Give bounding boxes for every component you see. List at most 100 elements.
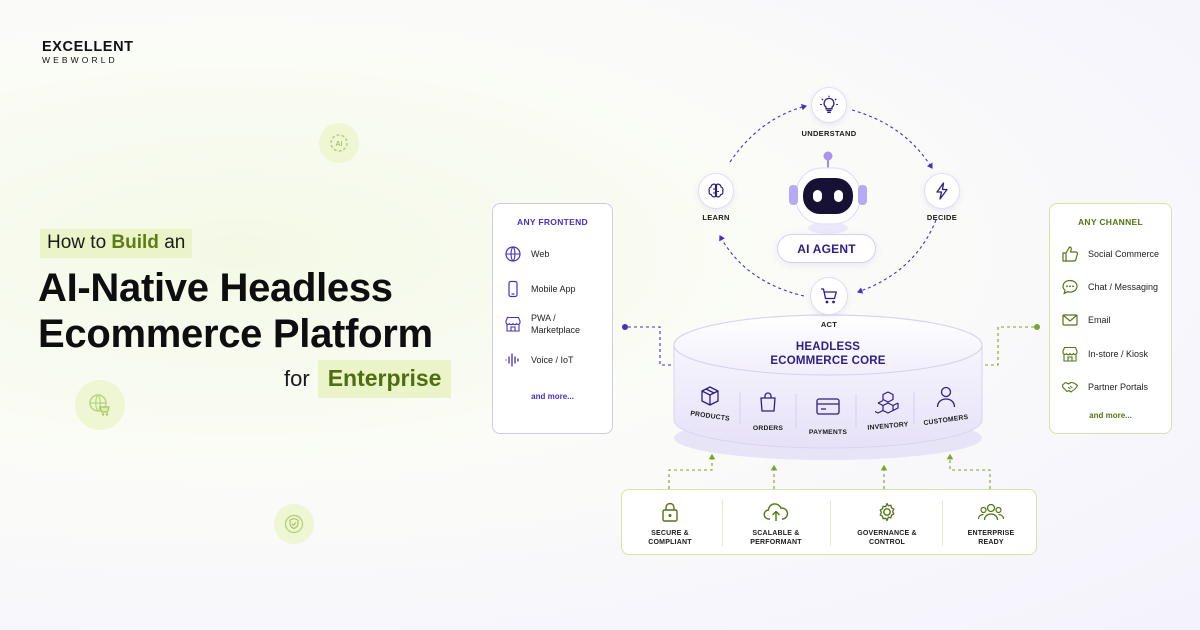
headline-intro-pill: How to Build an <box>40 228 193 258</box>
frontend-item-voice: Voice / IoT <box>503 350 574 370</box>
headline-line1: AI-Native Headless <box>38 266 393 310</box>
foundation-enterprise: ENTERPRISE READY <box>946 490 1036 556</box>
headline-intro: How to Build an <box>40 228 193 258</box>
mobile-icon <box>503 279 523 299</box>
box-icon <box>701 386 719 406</box>
mail-icon <box>1060 310 1080 330</box>
logo-bottom-text: WEBWORLD <box>42 55 118 65</box>
channel-item-social-label: Social Commerce <box>1088 249 1160 259</box>
channel-item-instore: In-store / Kiosk <box>1060 344 1148 364</box>
core-title: HEADLESS ECOMMERCE CORE <box>728 340 928 368</box>
foundation-secure-line2: COMPLIANT <box>648 539 692 546</box>
arc-decide-act <box>856 219 937 294</box>
headline-how-bold: Build <box>111 231 159 253</box>
channel-item-instore-label: In-store / Kiosk <box>1088 349 1149 359</box>
core-title-line2: ECOMMERCE CORE <box>770 355 886 367</box>
module-payments: PAYMENTS <box>804 394 852 436</box>
frontend-item-mobile-label: Mobile App <box>531 284 576 294</box>
logo-top-text: EXCELLENT <box>42 39 134 55</box>
panel-any-frontend: ANY FRONTEND Web Mobile App PWA / Market… <box>492 203 613 434</box>
foundation-enterprise-line2: READY <box>978 539 1004 546</box>
node-act <box>810 277 848 315</box>
foundation-governance-line2: CONTROL <box>868 539 905 546</box>
node-understand-label: UNDERSTAND <box>801 129 857 138</box>
foundation-panel: SECURE &COMPLIANT SCALABLE &PERFORMANT G… <box>621 489 1037 555</box>
bag-icon <box>760 392 776 412</box>
card-icon <box>816 398 840 415</box>
node-learn <box>698 173 734 209</box>
node-understand <box>811 87 847 123</box>
ai-badge-text: AI <box>336 141 343 148</box>
connector-channel-core <box>974 326 1034 369</box>
voice-icon <box>503 350 523 370</box>
module-orders: ORDERS <box>748 390 788 432</box>
core-cylinder <box>673 314 983 460</box>
headline-for-line: for Enterprise <box>284 360 452 398</box>
team-icon <box>977 503 1005 521</box>
foundation-scalable-line2: PERFORMANT <box>750 539 802 546</box>
frontend-more-link: and more... <box>531 392 574 401</box>
headline-enterprise: Enterprise <box>317 360 452 398</box>
arc-act-learn <box>719 235 805 297</box>
module-payments-label: PAYMENTS <box>808 429 848 436</box>
brand-logo: EXCELLENT WEBWORLD <box>42 39 134 65</box>
cloud-upload-icon <box>763 503 789 521</box>
node-decide <box>924 173 960 209</box>
node-act-label: ACT <box>820 320 838 329</box>
node-learn-label: LEARN <box>702 213 730 222</box>
channel-more-link: and more... <box>1089 411 1132 420</box>
gear-icon <box>879 502 895 522</box>
lightning-icon <box>936 182 948 200</box>
chat-icon <box>1060 277 1080 297</box>
ai-gear-decoration: AI <box>319 123 359 163</box>
brain-icon <box>708 183 724 198</box>
channel-item-partner-label: Partner Portals <box>1088 382 1149 392</box>
cart-globe-icon <box>89 394 110 416</box>
frontend-item-voice-label: Voice / IoT <box>531 355 574 365</box>
lock-icon <box>662 502 678 522</box>
ai-gear-icon: AI <box>330 134 348 152</box>
connector-bottom-1 <box>668 453 716 489</box>
cart-globe-decoration <box>75 380 125 430</box>
frontend-item-mobile: Mobile App <box>503 279 576 299</box>
boxes-icon <box>872 391 899 414</box>
frontend-item-pwa-label: PWA / Marketplace <box>531 313 581 335</box>
frontend-item-pwa: PWA / Marketplace <box>503 312 580 336</box>
foundation-enterprise-line1: ENTERPRISE <box>967 530 1015 537</box>
frontend-item-web: Web <box>503 244 549 264</box>
core-title-line1: HEADLESS <box>795 341 861 353</box>
foundation-scalable: SCALABLE & PERFORMANT <box>726 490 826 556</box>
channel-item-social: Social Commerce <box>1060 244 1159 264</box>
panel-any-channel-title: ANY CHANNEL <box>1077 217 1143 227</box>
channel-item-email-label: Email <box>1088 315 1111 325</box>
headline-how-prefix: How to <box>47 231 112 253</box>
globe-icon <box>503 244 523 264</box>
headline-line2: Ecommerce Platform <box>38 312 433 356</box>
channel-item-partner: Partner Portals <box>1060 377 1148 397</box>
headline-for: for <box>284 366 310 391</box>
connector-bottom-4 <box>946 453 991 489</box>
module-products: PRODUCTS <box>688 384 732 423</box>
lightbulb-icon <box>819 95 839 113</box>
panel-any-channel: ANY CHANNEL Social Commerce Chat / Messa… <box>1049 203 1172 434</box>
shield-decoration <box>274 504 314 544</box>
foundation-scalable-line1: SCALABLE & <box>752 530 800 537</box>
shop-icon <box>1060 344 1080 364</box>
shield-check-icon <box>284 514 304 534</box>
robot-illustration <box>789 151 867 234</box>
panel-any-frontend-title: ANY FRONTEND <box>517 217 588 227</box>
store-icon <box>503 314 523 334</box>
thumbs-up-icon <box>1060 244 1080 264</box>
channel-item-email: Email <box>1060 310 1111 330</box>
ai-agent-label: AI AGENT <box>777 234 876 263</box>
foundation-secure-line1: SECURE & <box>651 530 689 537</box>
arc-learn-understand <box>729 103 808 163</box>
arc-understand-decide <box>851 109 933 169</box>
node-decide-label: DECIDE <box>926 213 958 222</box>
channel-item-chat-label: Chat / Messaging <box>1088 282 1159 292</box>
frontend-item-web-label: Web <box>531 249 550 259</box>
headline-how-suffix: an <box>158 231 186 253</box>
module-customers: CUSTOMERS <box>920 384 972 427</box>
connector-frontend-core <box>628 326 682 369</box>
